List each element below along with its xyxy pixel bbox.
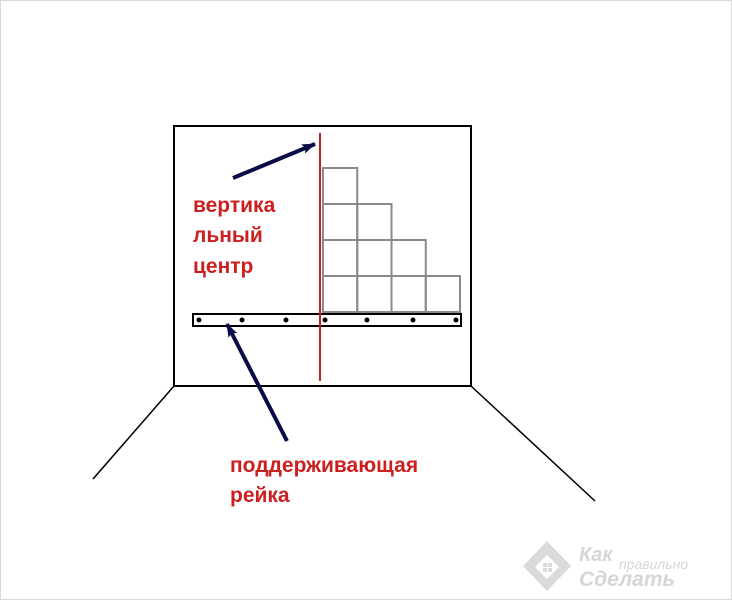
arrow-to-rail <box>225 323 289 442</box>
rail-holes <box>196 317 459 323</box>
tile <box>390 275 427 313</box>
tile <box>356 275 393 313</box>
logo-word-pravilno: правильно <box>619 556 688 572</box>
tile <box>322 239 359 277</box>
rail-hole <box>239 317 245 323</box>
house-icon <box>523 541 571 591</box>
logo-word-kak: Как <box>579 544 613 566</box>
back-wall <box>173 125 472 387</box>
support-rail-label-line-1: поддерживающая <box>230 454 418 477</box>
rail-hole <box>410 317 416 323</box>
watermark-logo: Как правильно Сделать <box>523 541 688 591</box>
floor-edge-right <box>470 385 596 502</box>
tile <box>322 203 359 241</box>
vertical-center-label-line-3: центр <box>193 255 253 278</box>
support-rail <box>192 313 462 327</box>
tile <box>322 275 359 313</box>
support-rail-label-line-2: рейка <box>230 484 290 507</box>
logo-word-sdelat: Сделать <box>579 568 675 591</box>
rail-hole <box>196 317 202 323</box>
vertical-center-label-line-2: льный <box>193 224 263 247</box>
tile <box>356 203 393 241</box>
tile <box>424 275 461 313</box>
support-rail-label: поддерживающая рейка <box>230 454 424 507</box>
rail-hole <box>283 317 289 323</box>
tile <box>390 239 427 277</box>
floor-edge-left <box>92 385 175 480</box>
vertical-center-label-line-1: вертика <box>193 194 276 217</box>
tile-grid <box>322 167 461 313</box>
rail-hole <box>364 317 370 323</box>
rail-hole <box>322 317 328 323</box>
tile <box>322 167 359 205</box>
rail-hole <box>453 317 459 323</box>
vertical-center-label: вертика льный центр <box>193 194 281 278</box>
tile <box>356 239 393 277</box>
arrow-to-center-line <box>232 142 316 180</box>
